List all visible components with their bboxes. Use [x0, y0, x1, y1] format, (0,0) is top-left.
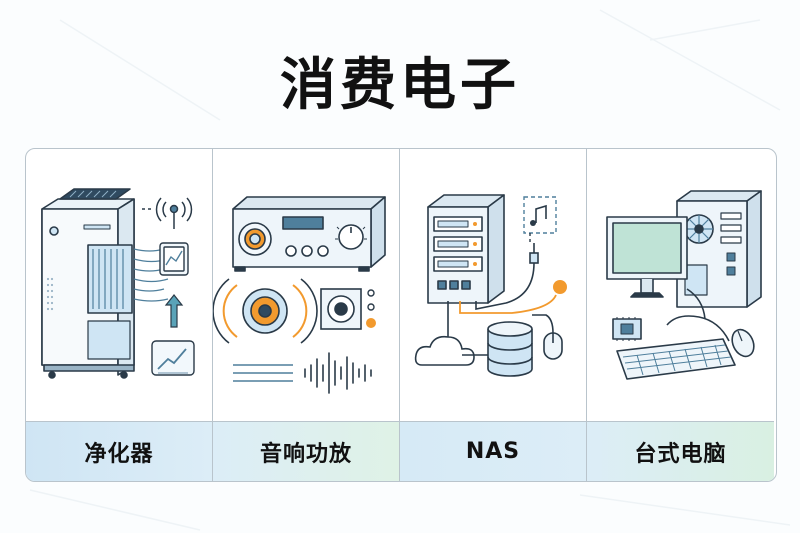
category-label-band: 台式电脑	[587, 421, 774, 481]
category-label-band: 净化器	[26, 421, 212, 481]
category-label: 净化器	[84, 441, 154, 467]
category-card-audio-amplifier[interactable]: 音响功放	[213, 149, 400, 481]
category-card-nas[interactable]: NAS	[400, 149, 587, 481]
page-title: 消费电子	[280, 53, 520, 118]
category-label: 音响功放	[259, 441, 352, 467]
category-label-band: NAS	[400, 421, 586, 481]
audio-amplifier-icon	[213, 196, 386, 394]
category-label: 台式电脑	[634, 441, 727, 467]
category-panel: 净化器	[25, 148, 777, 482]
air-purifier-icon	[41, 188, 195, 379]
category-card-air-purifier[interactable]: 净化器	[26, 149, 213, 481]
category-label-band: 音响功放	[213, 421, 399, 481]
desktop-computer-icon	[606, 190, 762, 380]
nas-server-icon	[414, 194, 567, 377]
category-card-desktop-computer[interactable]: 台式电脑	[587, 149, 774, 481]
category-label: NAS	[465, 439, 521, 464]
